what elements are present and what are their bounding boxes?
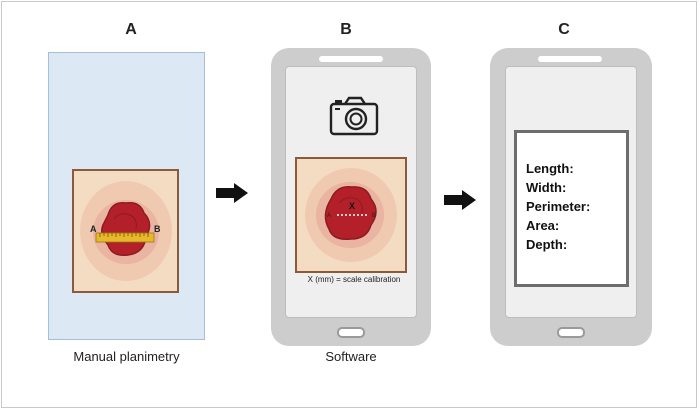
- calibration-marker-x: X: [349, 201, 355, 211]
- phone-c-speaker: [538, 56, 602, 62]
- panel-b-caption: Software: [325, 349, 377, 364]
- phone-b-speaker: [319, 56, 383, 62]
- wound-point-a-label-b: A: [327, 213, 331, 219]
- wound-photo-card-b: X A B: [295, 157, 407, 273]
- camera-icon: [329, 96, 379, 136]
- result-field-width: Width:: [526, 180, 567, 195]
- wound-with-ruler-illustration: A B: [80, 181, 172, 281]
- phone-b-home-button: [337, 327, 365, 338]
- phone-c-home-button: [557, 327, 585, 338]
- panel-c-letter: C: [558, 21, 570, 38]
- measurement-results-box: Length: Width: Perimeter: Area: Depth:: [514, 130, 629, 287]
- wound-photo-card-a: A B: [72, 169, 179, 293]
- panel-a-letter: A: [125, 21, 137, 38]
- wound-point-a-label: A: [90, 224, 97, 234]
- result-field-length: Length:: [526, 161, 574, 176]
- scale-calibration-label: X (mm) = scale calibration: [307, 275, 401, 284]
- arrow-right-icon: [444, 190, 476, 210]
- arrow-right-icon: [216, 183, 248, 203]
- wound-point-b-label: B: [154, 224, 161, 234]
- wound-calibration-illustration: X A B: [305, 168, 397, 262]
- result-field-depth: Depth:: [526, 237, 568, 252]
- result-field-perimeter: Perimeter:: [526, 199, 591, 214]
- result-field-area: Area:: [526, 218, 560, 233]
- wound-point-b-label-b: B: [372, 213, 376, 219]
- panel-b-letter: B: [340, 21, 352, 38]
- panel-a-caption: Manual planimetry: [73, 349, 180, 364]
